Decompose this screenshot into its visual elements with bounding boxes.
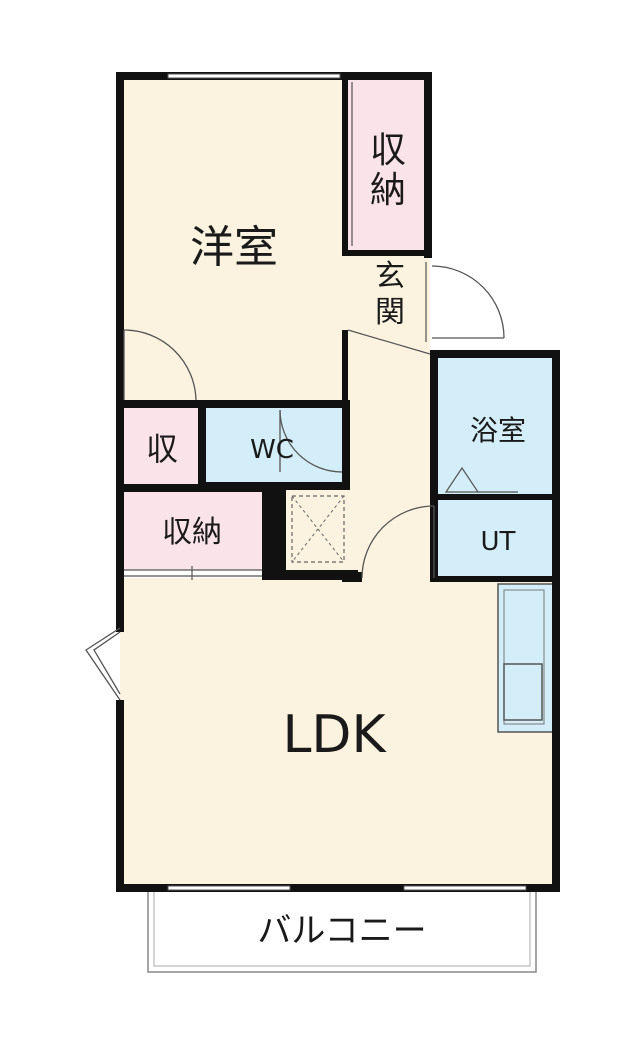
ldk-label: LDK xyxy=(282,705,387,765)
balcony-area xyxy=(147,885,537,973)
utility-label: UT xyxy=(481,527,516,557)
toilet-label: WC xyxy=(250,435,294,465)
closet-mid-floor xyxy=(120,490,266,570)
closet-top-label-2: 納 xyxy=(370,170,406,211)
western-room-floor xyxy=(120,76,346,404)
ldk-floor xyxy=(120,578,556,888)
bath-threshold xyxy=(444,466,480,493)
entrance-label-2: 関 xyxy=(375,295,405,330)
bathroom-floor xyxy=(436,356,556,496)
closet-top-label-1: 収 xyxy=(370,130,406,171)
closet-top-floor xyxy=(346,76,426,252)
entrance-label-1: 玄 xyxy=(375,259,405,294)
bathroom-label: 浴室 xyxy=(470,414,526,447)
windows xyxy=(167,73,527,891)
kitchen-counter-inner xyxy=(503,589,545,725)
loft-hatch xyxy=(291,495,345,563)
toilet-floor xyxy=(202,404,346,486)
loft-hatch-x2 xyxy=(291,495,345,563)
western-room-label: 洋室 xyxy=(190,222,278,273)
kitchen-sink xyxy=(503,663,543,721)
utility-floor xyxy=(436,500,556,578)
entrance-floor xyxy=(346,252,436,578)
thin-lines xyxy=(124,82,431,580)
door-swings xyxy=(85,265,505,701)
balcony-label: バルコニー xyxy=(257,911,426,951)
closet-mid-label: 収納 xyxy=(162,515,222,550)
storage-small-floor xyxy=(120,404,202,486)
storage-small-label: 収 xyxy=(146,430,178,468)
